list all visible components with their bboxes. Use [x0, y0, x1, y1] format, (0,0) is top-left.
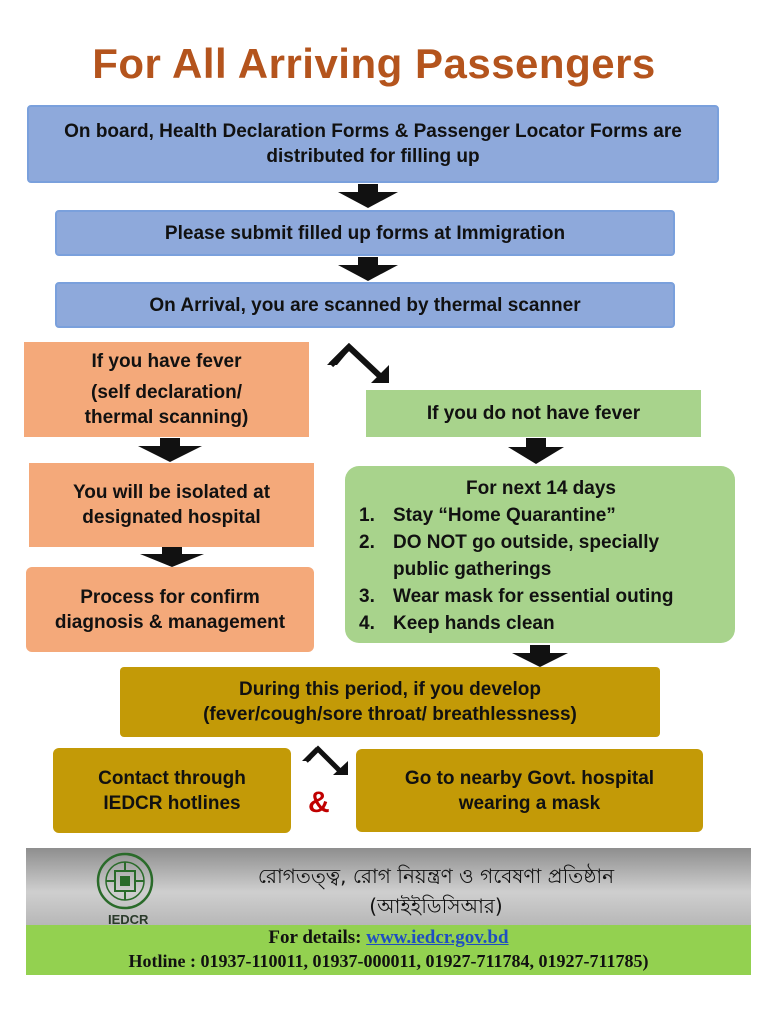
arrow-down-icon	[138, 438, 202, 462]
page-title: For All Arriving Passengers	[92, 40, 656, 87]
hotline-line: Hotline : 01937-110011, 01937-000011, 01…	[128, 951, 649, 971]
list-item: 1. Stay “Home Quarantine”	[359, 505, 616, 526]
quarantine-heading: For next 14 days	[466, 478, 616, 499]
isolation-box: You will be isolated at designated hospi…	[29, 463, 314, 547]
footer-org-band: IEDCR রোগতত্ত্ব, রোগ নিয়ন্ত্রণ ও গবেষণা…	[26, 848, 751, 928]
details-label: For details:	[268, 927, 367, 948]
no-fever-label: If you do not have fever	[426, 403, 641, 424]
org-name-bengali: রোগতত্ত্ব, রোগ নিয়ন্ত্রণ ও গবেষণা প্রতি…	[257, 864, 615, 888]
fever-method-line2: thermal scanning)	[84, 407, 249, 428]
details-line: For details: www.iedcr.gov.bd	[26, 926, 751, 949]
symptoms-line1: During this period, if you develop	[239, 679, 541, 700]
list-item: 2. DO NOT go outside, specially public g…	[359, 532, 660, 580]
iedcr-logo-text: IEDCR	[108, 912, 149, 927]
list-item: 3. Wear mask for essential outing	[359, 586, 674, 607]
ampersand: &	[308, 786, 330, 819]
arrow-down-icon	[508, 438, 564, 464]
contact-hotline-box: Contact through IEDCR hotlines	[53, 748, 291, 833]
step-scan-box: On Arrival, you are scanned by thermal s…	[55, 282, 675, 328]
fever-label: If you have fever	[91, 351, 242, 372]
hospital-text: Go to nearby Govt. hospital wearing a ma…	[404, 767, 655, 814]
step-forms-box: On board, Health Declaration Forms & Pas…	[27, 105, 719, 183]
org-acronym-bengali: (আইইডিসিআর)	[369, 894, 503, 918]
step-submit-text: Please submit filled up forms at Immigra…	[164, 222, 566, 244]
no-fever-box: If you do not have fever	[366, 390, 701, 437]
hospital-box: Go to nearby Govt. hospital wearing a ma…	[356, 749, 703, 832]
isolation-text: You will be isolated at designated hospi…	[72, 482, 271, 528]
arrow-down-icon	[338, 257, 398, 281]
arrow-down-icon	[338, 184, 398, 208]
diagnosis-box: Process for confirm diagnosis & manageme…	[26, 567, 314, 652]
step-scan-text: On Arrival, you are scanned by thermal s…	[149, 294, 581, 316]
website-link[interactable]: www.iedcr.gov.bd	[366, 927, 509, 948]
footer-contact-band: For details: www.iedcr.gov.bd Hotline : …	[26, 925, 751, 975]
arrow-down-icon	[512, 645, 568, 667]
symptoms-line2: (fever/cough/sore throat/ breathlessness…	[203, 704, 577, 725]
symptoms-box: During this period, if you develop (feve…	[120, 667, 660, 737]
step-forms-text: On board, Health Declaration Forms & Pas…	[64, 121, 682, 167]
split-arrow-icon	[302, 745, 348, 775]
list-item: 4. Keep hands clean	[359, 613, 555, 634]
diagnosis-text: Process for confirm diagnosis & manageme…	[54, 586, 286, 633]
contact-hotline-text: Contact through IEDCR hotlines	[98, 767, 246, 814]
quarantine-list: 1. Stay “Home Quarantine” 2. DO NOT go o…	[359, 502, 723, 637]
quarantine-box: For next 14 days 1. Stay “Home Quarantin…	[345, 466, 735, 643]
arrow-down-icon	[140, 547, 204, 567]
fever-method-line1: (self declaration/	[91, 382, 242, 403]
step-submit-box: Please submit filled up forms at Immigra…	[55, 210, 675, 256]
fever-box: If you have fever (self declaration/ the…	[24, 342, 309, 437]
split-arrow-icon	[327, 343, 389, 383]
iedcr-logo	[96, 852, 154, 910]
